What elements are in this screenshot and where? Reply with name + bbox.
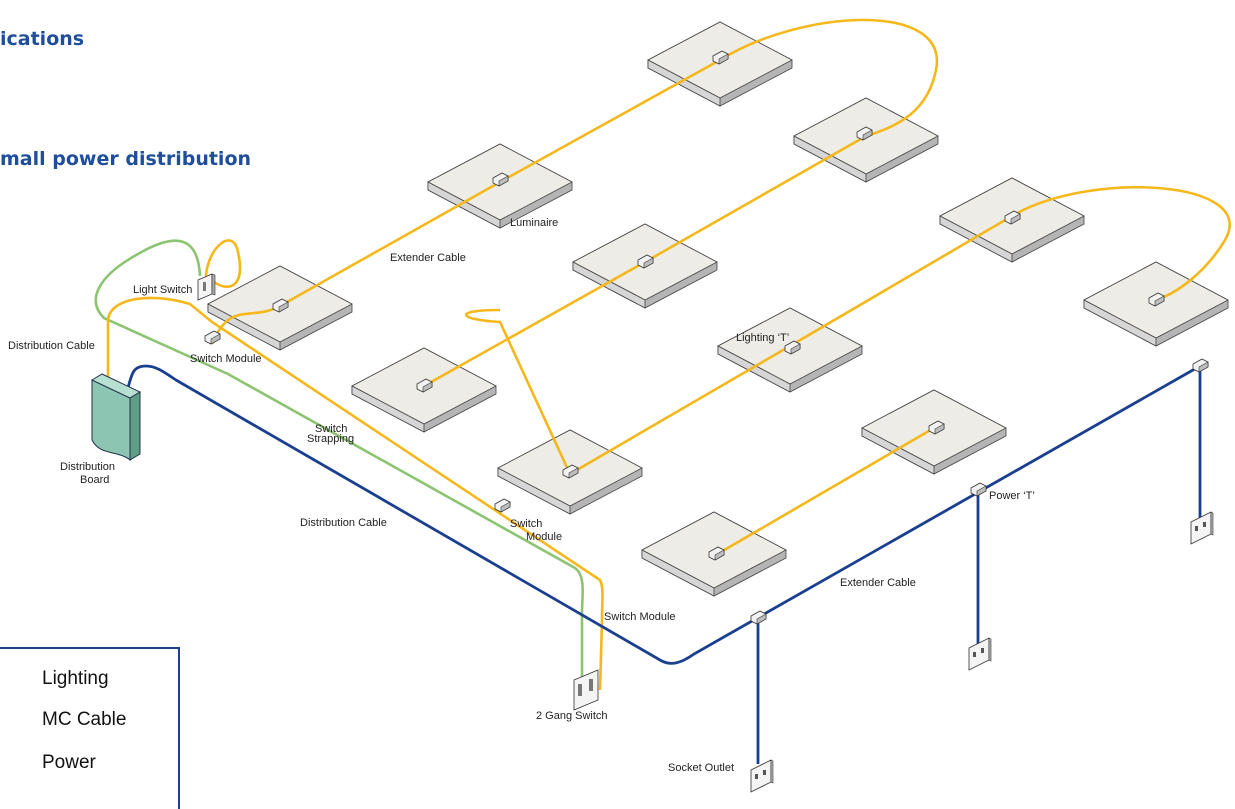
heading-small-power-distribution: mall power distribution [0,148,252,170]
luminaire-panel [647,21,793,107]
label-distribution-cable-left: Distribution Cable [8,340,95,352]
power-t-connector [970,482,987,497]
label-switch-strapping-1: Switch [315,423,347,435]
socket-outlet [1190,511,1214,545]
label-power-t: Power ‘T’ [989,490,1035,502]
label-switch-strapping-2: Strapping [307,433,354,445]
legend-item-power: Power [42,752,96,773]
label-light-switch: Light Switch [133,284,192,296]
legend-item-mc-cable: MC Cable [42,709,127,730]
label-distribution-cable-mid: Distribution Cable [300,517,387,529]
label-luminaire: Luminaire [510,217,558,229]
power-t-connector [1192,358,1209,373]
label-distribution-board-2: Board [80,474,109,486]
label-extender-cable-top: Extender Cable [390,252,466,264]
power-cable [126,364,1202,764]
distribution-board [90,373,142,462]
legend-item-lighting: Lighting [42,668,109,689]
switch-module [204,330,221,345]
socket-outlet [750,759,774,793]
label-switch-module-mid-2: Module [526,531,562,543]
socket-outlet [968,637,992,671]
two-gang-switch [573,669,599,711]
label-two-gang-switch: 2 Gang Switch [536,710,608,722]
light-switch [197,273,216,301]
label-switch-module-mid-1: Switch [510,518,542,530]
legend: Lighting MC Cable Power [0,647,180,809]
label-switch-module-left: Switch Module [190,353,262,365]
label-lighting-t: Lighting ‘T’ [736,332,789,344]
label-distribution-board-1: Distribution [60,461,115,473]
luminaire-panel [427,143,573,229]
lighting-cable [106,18,1231,691]
mc-cable [94,239,584,690]
switch-module [494,498,511,513]
power-t-connector [750,610,767,625]
label-extender-cable-bottom: Extender Cable [840,577,916,589]
heading-applications: ications [0,28,85,50]
label-socket-outlet: Socket Outlet [668,762,734,774]
label-switch-module-bottom: Switch Module [604,611,676,623]
